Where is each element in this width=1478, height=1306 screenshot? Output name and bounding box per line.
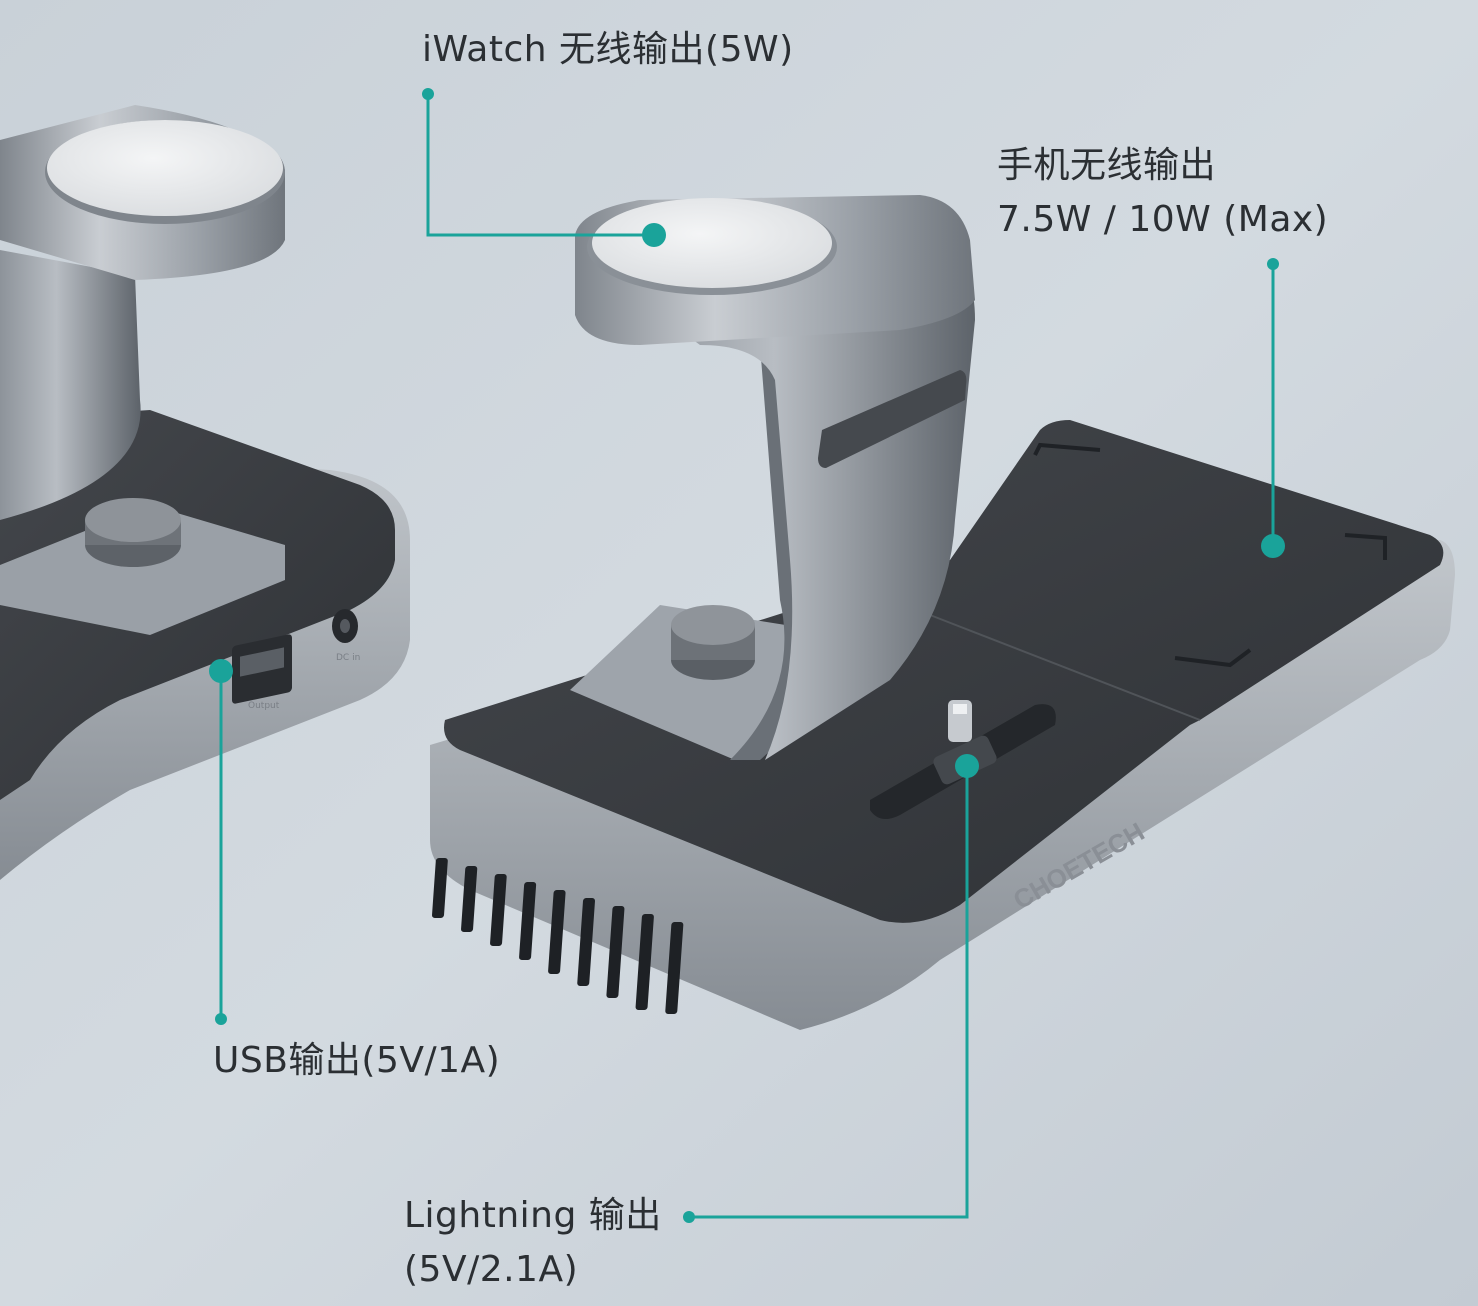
main-dock: CHOETECH xyxy=(430,195,1455,1030)
usb-callout-dot-end xyxy=(215,1013,227,1025)
lightning-callout-dot-start xyxy=(955,754,979,778)
vent-slots xyxy=(432,858,684,1014)
usb-port: Output xyxy=(232,634,292,711)
iwatch-output-label: iWatch 无线输出(5W) xyxy=(422,29,794,70)
usb-callout-dot-start xyxy=(209,659,233,683)
callout-lines xyxy=(209,88,1285,1223)
iwatch-callout-dot-start xyxy=(422,88,434,100)
phone-callout-dot-start xyxy=(1267,258,1279,270)
lightning-output-power: (5V/2.1A) xyxy=(404,1249,579,1290)
usb-output-label: USB输出(5V/1A) xyxy=(213,1040,501,1081)
dc-in-port: DC in xyxy=(332,609,360,663)
iwatch-callout-line xyxy=(426,94,654,237)
lightning-callout-line xyxy=(689,766,969,1219)
lightning-output-title: Lightning 输出 xyxy=(404,1195,662,1236)
phone-output-power: 7.5W / 10W (Max) xyxy=(997,199,1329,240)
lightning-callout-dot-end xyxy=(683,1211,695,1223)
phone-output-title: 手机无线输出 xyxy=(997,145,1217,186)
iwatch-callout-dot-end xyxy=(642,223,666,247)
dc-port-label: DC in xyxy=(336,653,360,663)
phone-callout-dot-end xyxy=(1261,534,1285,558)
usb-port-label: Output xyxy=(248,701,280,711)
left-dock: Output DC in xyxy=(0,105,410,880)
